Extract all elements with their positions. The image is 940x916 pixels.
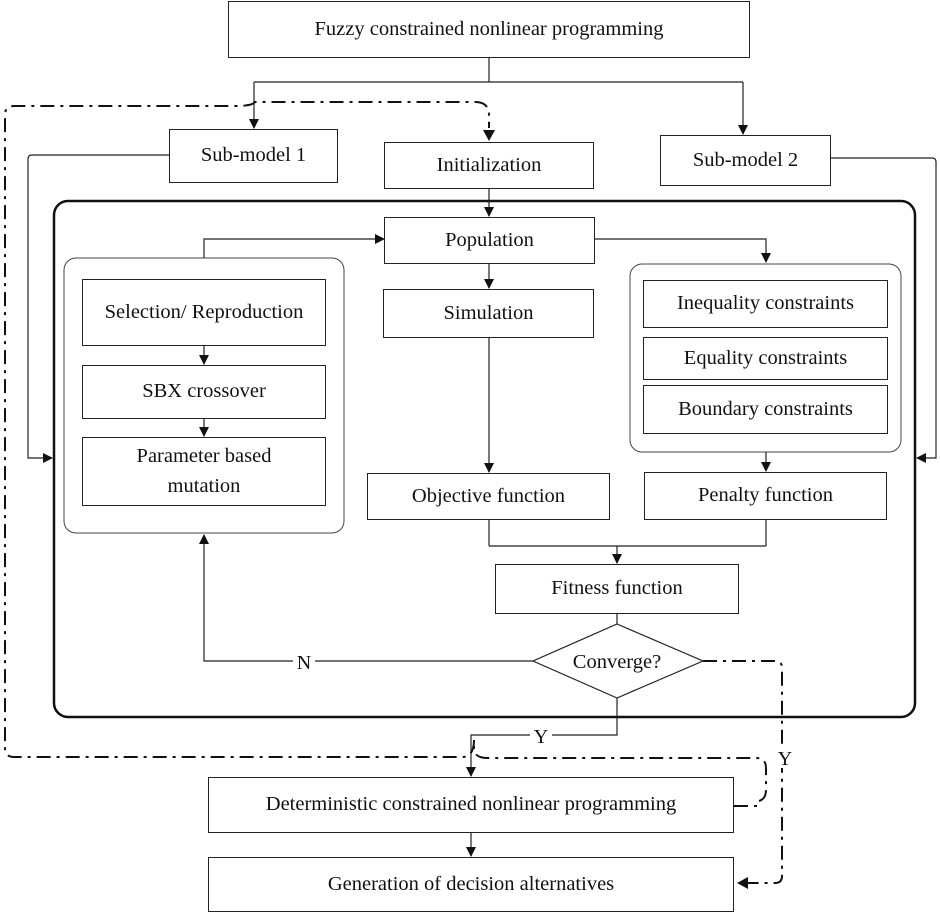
ga-loop-container bbox=[52, 199, 917, 719]
boundary-constraints-box: Boundary constraints bbox=[643, 385, 888, 434]
edge-sub-model-2-to-loop bbox=[831, 157, 937, 463]
edge-sub-model-1-to-loop bbox=[27, 154, 169, 463]
yes-outer-label-backdrop bbox=[774, 744, 796, 768]
mutation-box: Parameter based mutation bbox=[82, 437, 326, 506]
dashdot-converge-to-generation bbox=[703, 660, 783, 884]
dashdot-arrow-initialization bbox=[483, 130, 495, 141]
generation-alternatives-box: Generation of decision alternatives bbox=[208, 857, 734, 912]
penalty-function-box: Penalty function bbox=[644, 472, 887, 520]
fuzzy-model-box: Fuzzy constrained nonlinear programming bbox=[228, 1, 750, 58]
initialization-box: Initialization bbox=[384, 142, 594, 189]
converge-diamond bbox=[531, 623, 705, 699]
yes-outer-branch-label: Y bbox=[778, 748, 792, 770]
sub-model-1-box: Sub-model 1 bbox=[169, 129, 338, 183]
no-branch-label: N bbox=[297, 652, 311, 674]
population-box: Population bbox=[384, 217, 595, 264]
converge-label: Converge? bbox=[573, 651, 661, 673]
dashdot-arrow-generation bbox=[737, 877, 748, 889]
yes-inner-label-backdrop bbox=[530, 724, 552, 746]
equality-constraints-box: Equality constraints bbox=[643, 337, 888, 380]
inequality-constraints-box: Inequality constraints bbox=[643, 280, 888, 328]
deterministic-model-box: Deterministic constrained nonlinear prog… bbox=[208, 777, 734, 833]
objective-function-box: Objective function bbox=[367, 473, 610, 520]
edge-converge-no bbox=[199, 534, 533, 662]
no-label-backdrop bbox=[293, 650, 315, 672]
edge-operators-to-population bbox=[203, 234, 385, 258]
fitness-function-box: Fitness function bbox=[495, 564, 739, 614]
selection-box: Selection/ Reproduction bbox=[82, 279, 326, 346]
edge-population-to-constraints bbox=[595, 238, 771, 263]
yes-inner-branch-label: Y bbox=[534, 726, 548, 748]
sbx-crossover-box: SBX crossover bbox=[82, 365, 326, 419]
dashdot-outer-loop bbox=[4, 101, 767, 802]
simulation-box: Simulation bbox=[383, 289, 594, 338]
sub-model-2-box: Sub-model 2 bbox=[660, 135, 831, 186]
